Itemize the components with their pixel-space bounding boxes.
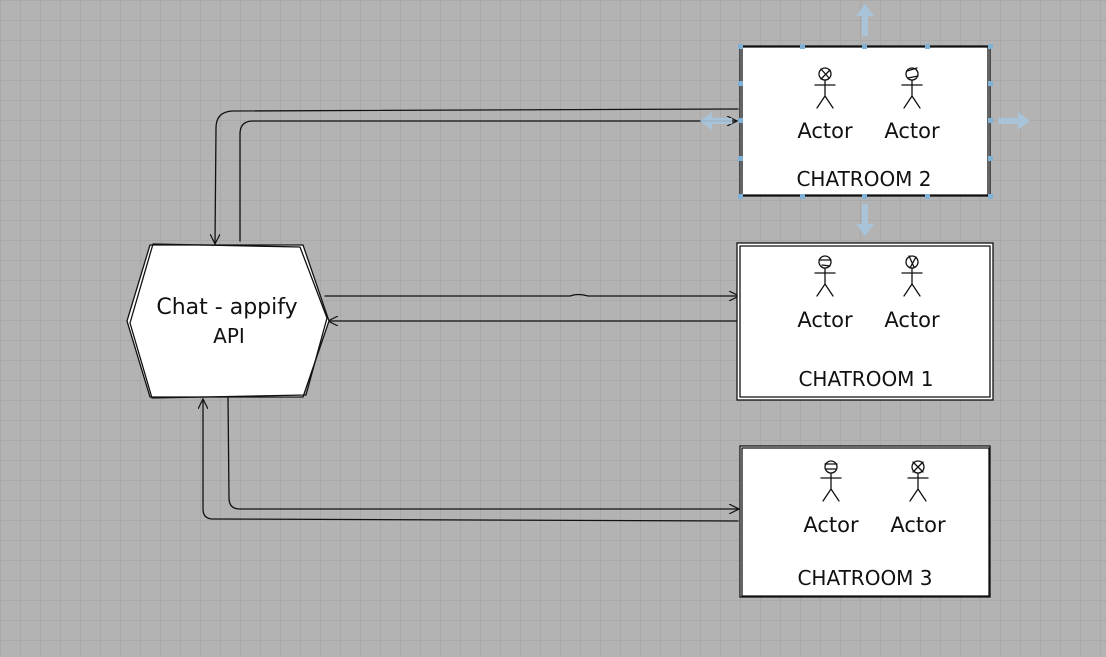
selection-handles[interactable] — [738, 44, 993, 199]
hub-label-line1: Chat - appify — [156, 295, 297, 320]
quick-connect-arrow-up-icon[interactable] — [856, 4, 874, 36]
chat-appify-api-node[interactable]: Chat - appify API — [126, 243, 330, 399]
chatroom-label: CHATROOM 3 — [797, 566, 932, 590]
actor-icon — [814, 255, 836, 297]
actor-icon — [820, 460, 842, 502]
actor-label: Actor — [797, 119, 853, 143]
chatroom-2-box[interactable]: Actor Actor CHATROOM 2 — [739, 45, 991, 197]
actor-label: Actor — [797, 308, 853, 332]
quick-connect-arrow-right-icon[interactable] — [998, 112, 1030, 130]
connector-hub-chatroom1[interactable] — [324, 295, 739, 322]
quick-connect-arrow-down-icon[interactable] — [856, 204, 874, 236]
connector-hub-chatroom2[interactable] — [215, 108, 739, 244]
connector-hub-chatroom3[interactable] — [203, 397, 739, 522]
actor-icon — [814, 67, 836, 109]
chatroom-3-box[interactable]: Actor Actor CHATROOM 3 — [739, 445, 991, 598]
actor-label: Actor — [884, 308, 940, 332]
actor-icon — [901, 255, 923, 297]
hub-label-line2: API — [213, 324, 245, 348]
actor-label: Actor — [803, 513, 859, 537]
actor-icon — [907, 460, 929, 502]
chatroom-label: CHATROOM 2 — [796, 167, 931, 191]
chatroom-label: CHATROOM 1 — [798, 367, 933, 391]
actor-label: Actor — [884, 119, 940, 143]
actor-icon — [901, 67, 923, 109]
actor-label: Actor — [890, 513, 946, 537]
quick-connect-arrow-left-icon[interactable] — [700, 112, 732, 130]
chatroom-1-box[interactable]: Actor Actor CHATROOM 1 — [736, 242, 994, 401]
